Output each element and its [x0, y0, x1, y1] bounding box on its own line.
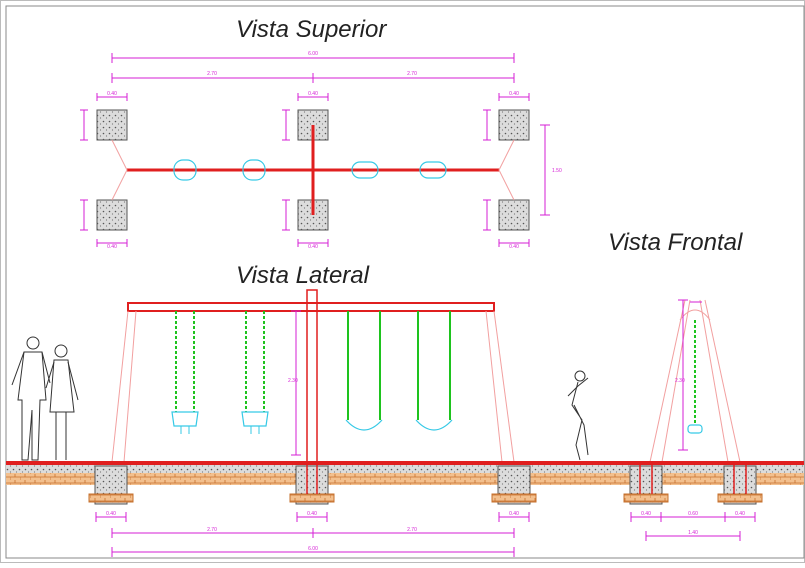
posts-in-footings — [306, 462, 747, 494]
front-seat — [687, 424, 703, 434]
dim-bottom-footing-2: 0.40 — [307, 511, 317, 517]
dim-bottom-footing-1: 0.40 — [106, 511, 116, 517]
dim-front-gap: 0.60 — [688, 511, 698, 517]
front-view: 2.30 0.40 0.60 0.40 1.40 — [630, 299, 756, 541]
dim-front-footing-2: 0.40 — [735, 511, 745, 517]
dim-bottom-span-2: 2.70 — [407, 527, 417, 533]
footing-top-right-lower — [498, 199, 530, 231]
dim-footing-label-6: 0.40 — [509, 244, 519, 250]
dim-footing-label-1: 0.40 — [107, 91, 117, 97]
dim-bottom-side — [95, 512, 530, 557]
ground — [6, 461, 804, 505]
top-seats — [173, 159, 447, 181]
top-frame — [127, 125, 499, 215]
top-legs — [111, 139, 515, 201]
ground-soil — [6, 473, 804, 485]
dim-footing-top — [80, 93, 550, 247]
swing-1 — [171, 311, 199, 434]
dim-bottom-footing-3: 0.40 — [509, 511, 519, 517]
title-side-view: Vista Lateral — [236, 262, 369, 289]
dim-bottom-total: 6.00 — [308, 546, 318, 552]
dim-total-top — [111, 53, 515, 63]
footing-top-left-upper — [96, 109, 128, 141]
swing-4 — [415, 311, 453, 431]
dim-span-left-top: 2.70 — [207, 71, 217, 77]
dim-footing-label-4: 0.40 — [107, 244, 117, 250]
dim-spans-top — [111, 73, 515, 83]
top-view: 6.00 2.70 2.70 — [80, 51, 562, 250]
dim-total-top-label: 6.00 — [308, 51, 318, 57]
dim-post-spacing-label: 1.50 — [552, 168, 562, 174]
ground-slab — [6, 465, 804, 473]
dim-height-side-label: 2.30 — [288, 378, 298, 384]
footing-top-right-upper — [498, 109, 530, 141]
swing-2 — [241, 311, 269, 434]
dim-span-right-top: 2.70 — [407, 71, 417, 77]
dim-front-footing-1: 0.40 — [641, 511, 651, 517]
dim-height-front — [678, 299, 702, 451]
side-view: 2.30 — [11, 289, 589, 557]
title-top-view: Vista Superior — [236, 16, 387, 43]
side-footings — [88, 465, 763, 505]
dim-bottom-span-1: 2.70 — [207, 527, 217, 533]
dim-footing-label-5: 0.40 — [308, 244, 318, 250]
top-beam — [127, 302, 495, 312]
title-front-view: Vista Frontal — [608, 229, 743, 256]
dim-footing-label-3: 0.40 — [509, 91, 519, 97]
dim-height-side — [291, 310, 301, 456]
dim-front-total: 1.40 — [688, 530, 698, 536]
people-figures — [11, 336, 589, 461]
footing-top-left-lower — [96, 199, 128, 231]
drawing-frame — [5, 5, 805, 559]
dim-footing-label-2: 0.40 — [308, 91, 318, 97]
dim-bottom-front — [630, 512, 756, 541]
dim-height-front-label: 2.30 — [675, 378, 685, 384]
swing-3 — [345, 311, 383, 431]
side-legs — [111, 310, 515, 463]
